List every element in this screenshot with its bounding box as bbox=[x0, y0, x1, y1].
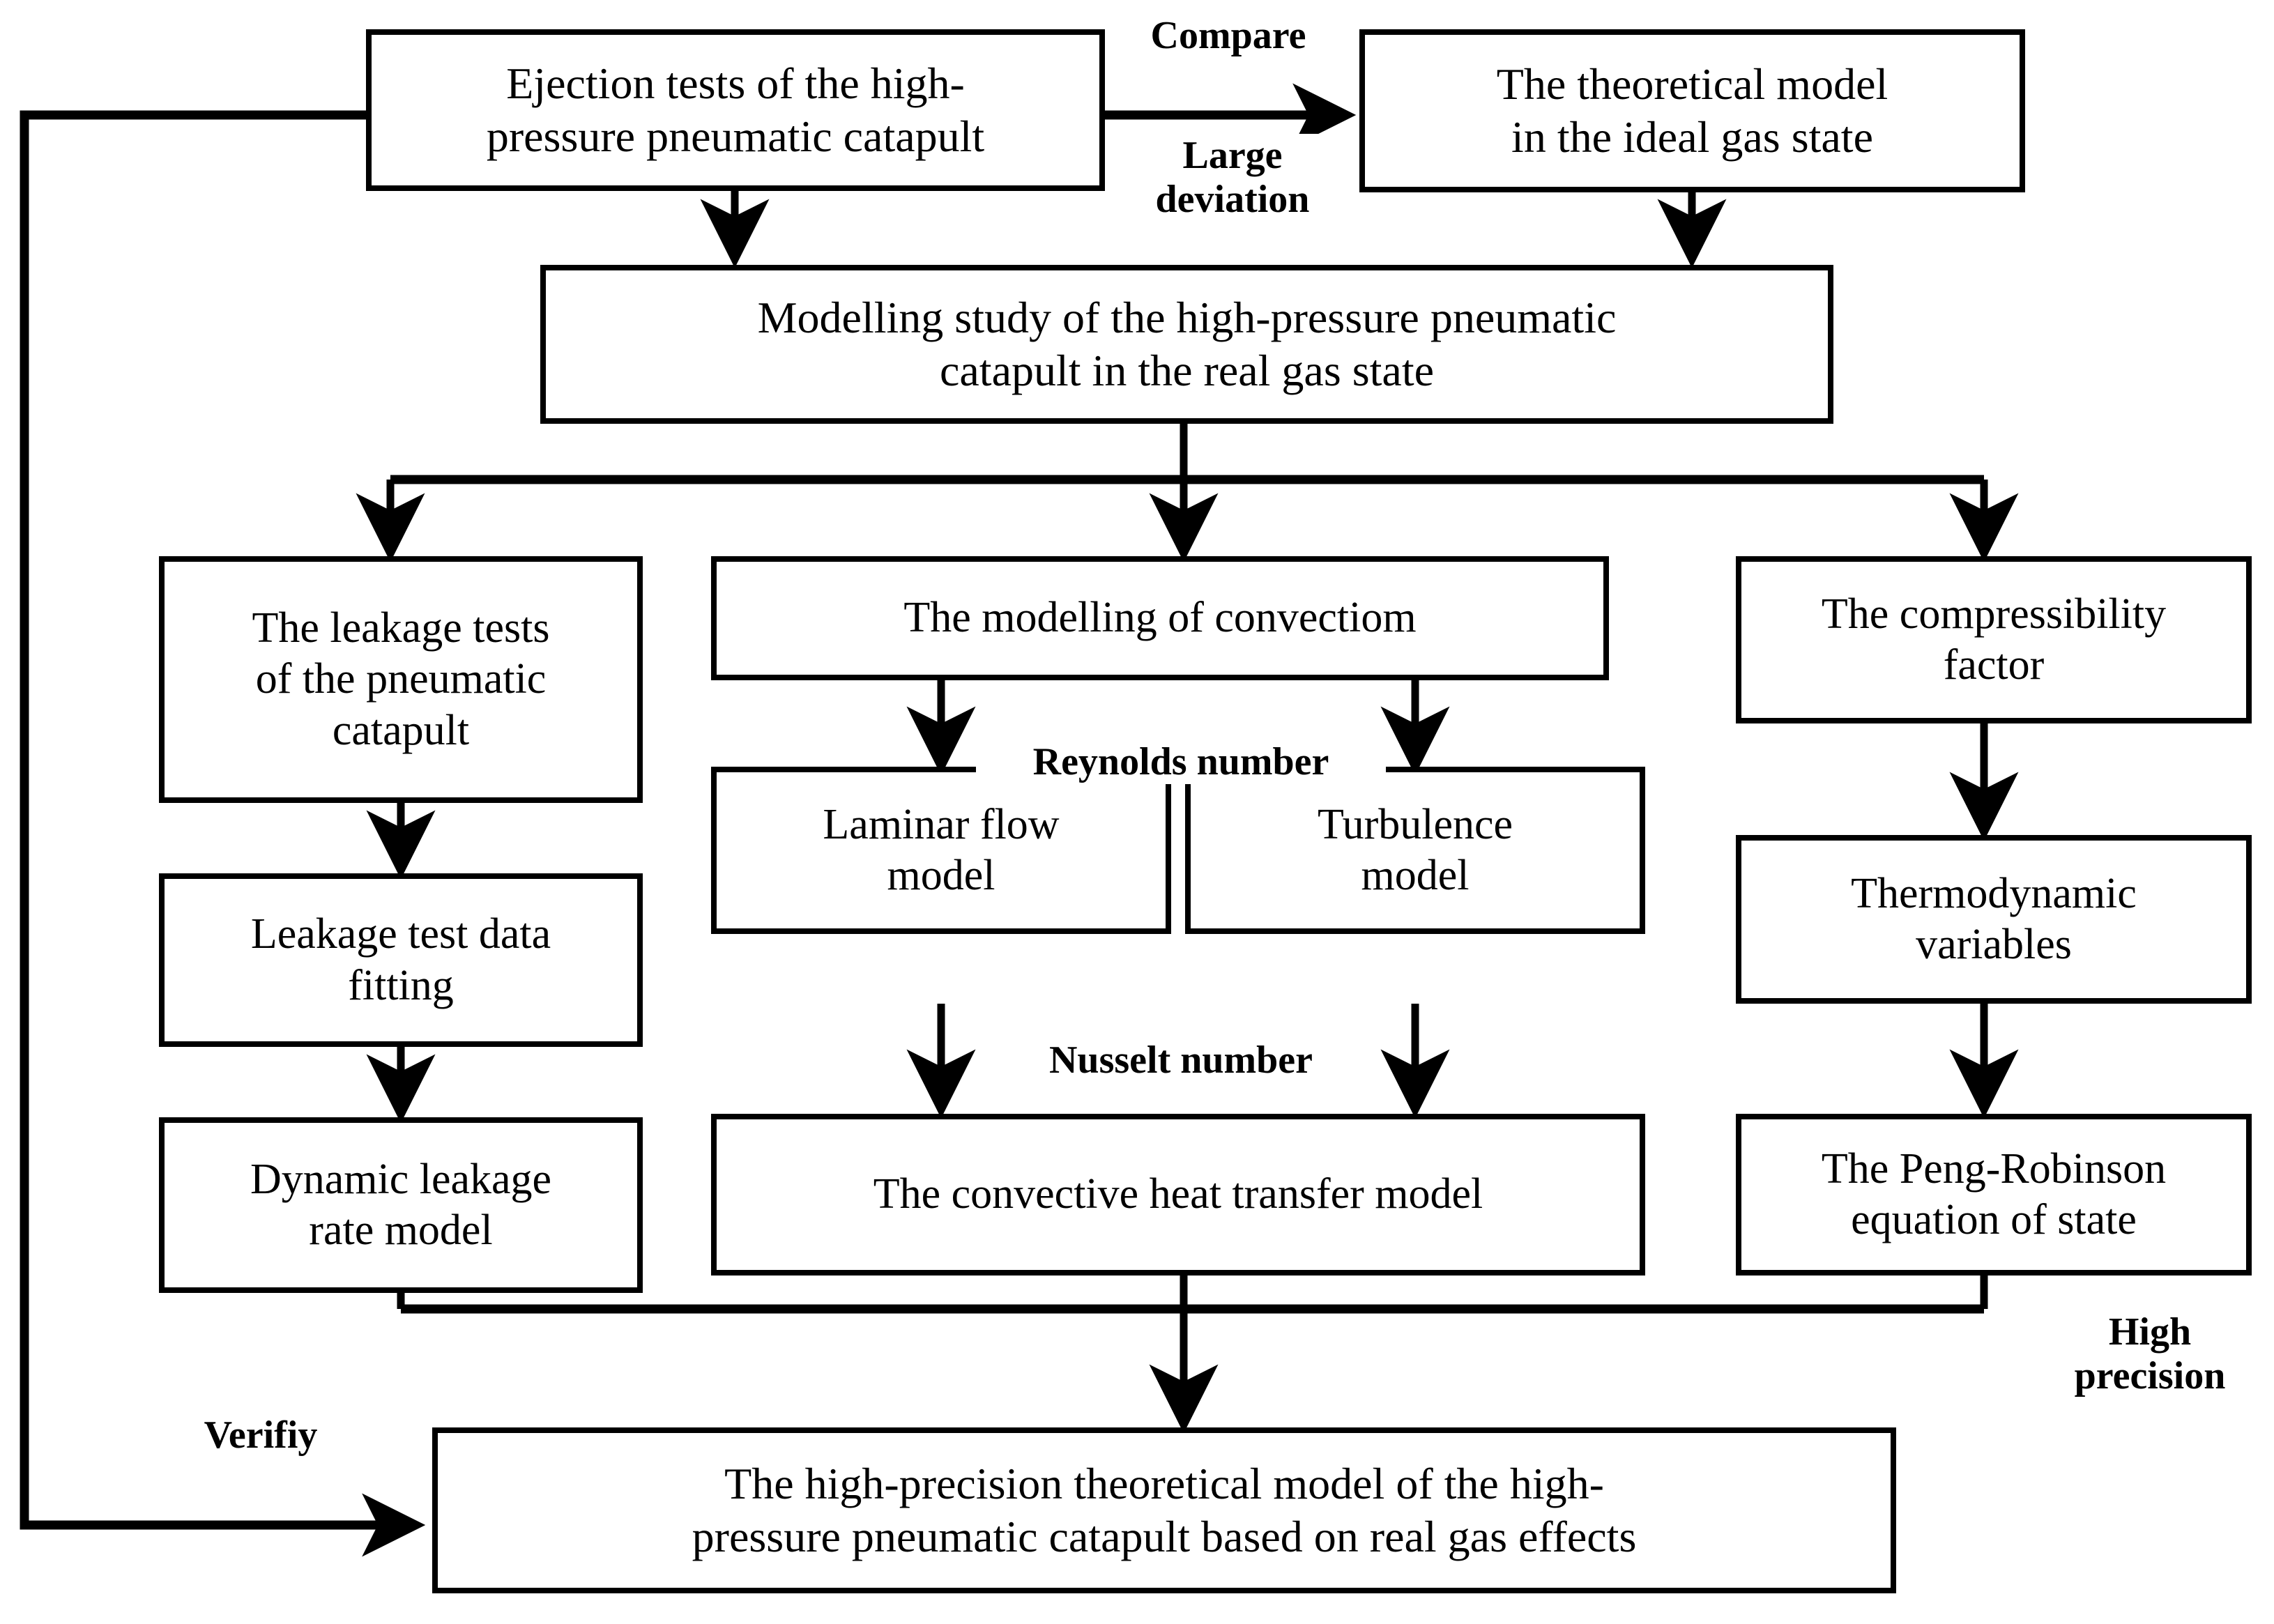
node-convection-modelling[interactable]: The modelling of convectiom bbox=[711, 556, 1609, 680]
node-laminar-flow[interactable]: Laminar flow model bbox=[711, 767, 1171, 934]
edge-verify-feedback bbox=[20, 110, 426, 1557]
node-final-model-label: The high-precision theoretical model of … bbox=[692, 1459, 1637, 1561]
node-thermodynamic-vars-label: Thermodynamic variables bbox=[1851, 869, 2137, 968]
edge-label-verifiy: Verifiy bbox=[167, 1414, 354, 1457]
node-peng-robinson[interactable]: The Peng-Robinson equation of state bbox=[1736, 1114, 2252, 1276]
node-turbulence-label: Turbulence model bbox=[1317, 800, 1513, 899]
node-leakage-tests[interactable]: The leakage tests of the pneumatic catap… bbox=[159, 556, 643, 803]
node-thermodynamic-vars[interactable]: Thermodynamic variables bbox=[1736, 835, 2252, 1004]
node-convective-heat[interactable]: The convective heat transfer model bbox=[711, 1114, 1645, 1276]
node-modelling-study[interactable]: Modelling study of the high-pressure pne… bbox=[540, 265, 1833, 424]
node-ideal-gas-model[interactable]: The theoretical model in the ideal gas s… bbox=[1359, 29, 2025, 192]
edge-label-nusselt-number: Nusselt number bbox=[990, 1039, 1372, 1082]
edge-label-high-precision: High precision bbox=[2043, 1310, 2257, 1398]
edge-label-large-deviation: Large deviation bbox=[1121, 134, 1344, 222]
node-dynamic-leakage-label: Dynamic leakage rate model bbox=[250, 1155, 552, 1254]
node-compressibility[interactable]: The compressibility factor bbox=[1736, 556, 2252, 723]
node-laminar-flow-label: Laminar flow model bbox=[823, 800, 1060, 899]
node-leakage-fitting[interactable]: Leakage test data fitting bbox=[159, 873, 643, 1047]
node-final-model[interactable]: The high-precision theoretical model of … bbox=[432, 1427, 1896, 1593]
node-modelling-study-label: Modelling study of the high-pressure pne… bbox=[757, 293, 1617, 395]
node-ejection-tests-label: Ejection tests of the high- pressure pne… bbox=[486, 59, 985, 161]
node-peng-robinson-label: The Peng-Robinson equation of state bbox=[1821, 1144, 2167, 1243]
edge-label-compare: Compare bbox=[1121, 14, 1336, 58]
node-leakage-tests-label: The leakage tests of the pneumatic catap… bbox=[252, 604, 550, 754]
node-ideal-gas-model-label: The theoretical model in the ideal gas s… bbox=[1496, 59, 1888, 162]
node-convection-modelling-label: The modelling of convectiom bbox=[903, 594, 1417, 642]
node-leakage-fitting-label: Leakage test data fitting bbox=[250, 910, 551, 1009]
node-compressibility-label: The compressibility factor bbox=[1821, 590, 2167, 689]
node-ejection-tests[interactable]: Ejection tests of the high- pressure pne… bbox=[366, 29, 1105, 191]
node-dynamic-leakage[interactable]: Dynamic leakage rate model bbox=[159, 1117, 643, 1293]
node-turbulence[interactable]: Turbulence model bbox=[1185, 767, 1645, 934]
edge-label-reynolds-number: Reynolds number bbox=[976, 740, 1386, 784]
node-convective-heat-label: The convective heat transfer model bbox=[873, 1170, 1483, 1218]
